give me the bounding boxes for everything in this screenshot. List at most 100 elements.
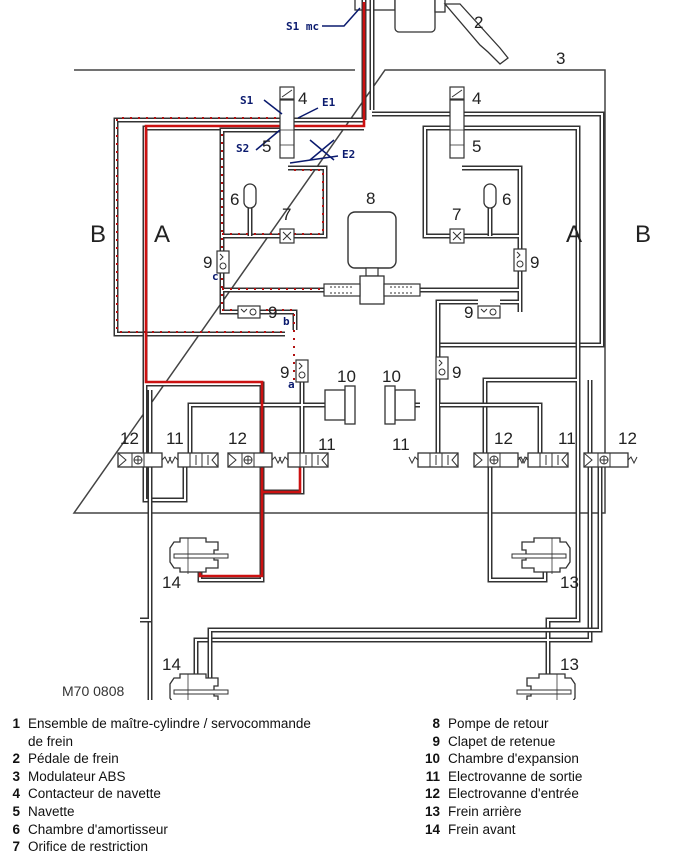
inlet-valve-2 [227, 452, 282, 468]
circuit-label-a-right: A [566, 221, 582, 248]
legend-text: Contacteur de navette [28, 786, 161, 802]
label-9-right-upper: 9 [530, 253, 539, 272]
legend-text: Chambre d'expansion [448, 751, 579, 767]
outlet-valve-3 [408, 452, 459, 468]
legend-text: Clapet de retenue [448, 733, 556, 749]
rear-brake-inner [511, 537, 571, 575]
label-6-left: 6 [230, 190, 239, 209]
label-6-right: 6 [502, 190, 511, 209]
legend-item-12: 12 Electrovanne d'entrée [420, 785, 690, 803]
expansion-chamber-left [324, 385, 356, 425]
legend-item-3: 3 Modulateur ABS [8, 768, 348, 786]
label-12-2: 12 [228, 429, 247, 448]
reference-code: M70 0808 [62, 683, 124, 699]
label-11-2: 11 [318, 435, 336, 454]
front-brake-inner [169, 537, 229, 575]
label-s2: S2 [236, 142, 249, 155]
inlet-valve-1 [117, 452, 172, 468]
label-14-inner: 14 [162, 573, 181, 592]
circuit-label-b-right: B [635, 221, 651, 248]
label-9-b: 9 [268, 303, 277, 322]
label-13-outer: 13 [560, 655, 579, 674]
circuit-label-b-left: B [90, 221, 106, 248]
legend-text: Electrovanne de sortie [448, 768, 583, 784]
legend-text: Electrovanne d'entrée [448, 786, 579, 802]
label-10-left: 10 [337, 367, 356, 386]
legend-num: 4 [12, 786, 20, 802]
legend-item-5: 5 Navette [8, 803, 348, 821]
damping-chamber-right [483, 183, 497, 209]
inlet-valve-4 [583, 452, 638, 468]
check-valve-right-middle [477, 305, 501, 319]
label-2: 2 [474, 13, 483, 32]
outlet-valve-4 [518, 452, 569, 468]
dotted-pressure-path [116, 117, 328, 380]
label-12-4: 12 [618, 429, 637, 448]
legend-text: Modulateur ABS [28, 768, 126, 784]
legend-item-7: 7 Orifice de restriction [8, 838, 348, 856]
legend-item-14: 14 Frein avant [420, 821, 690, 839]
legend-text: Navette [28, 803, 75, 819]
circuit-label-a-left: A [154, 221, 170, 248]
label-10-right: 10 [382, 367, 401, 386]
label-a: a [288, 378, 295, 391]
label-12-3: 12 [494, 429, 513, 448]
legend-item-1-continued: de frein [28, 733, 74, 749]
legend-text: Frein avant [448, 821, 516, 837]
label-8: 8 [366, 189, 375, 208]
check-valve-right-lower [435, 356, 449, 380]
shuttle-switch-right [449, 86, 465, 159]
legend-num: 12 [424, 786, 440, 802]
legend-num: 10 [424, 751, 440, 767]
check-valve-right-upper [513, 248, 527, 272]
label-7-left: 7 [282, 205, 291, 224]
expansion-chamber-right [384, 385, 416, 425]
legend-item-6: 6 Chambre d'amortisseur [8, 821, 348, 839]
label-7-right: 7 [452, 205, 461, 224]
damping-chamber-left [243, 183, 257, 209]
legend-num: 7 [12, 839, 20, 855]
legend-num: 13 [424, 803, 440, 819]
label-9-a: 9 [280, 363, 289, 382]
label-9-right-lower: 9 [452, 363, 461, 382]
label-4-left: 4 [298, 89, 307, 108]
label-13-inner: 13 [560, 573, 579, 592]
label-9-c: 9 [203, 253, 212, 272]
legend-text: Pédale de frein [28, 751, 119, 767]
abs-modulator-outline [72, 69, 606, 514]
restriction-orifice-right [449, 228, 465, 244]
legend-num: 3 [12, 768, 20, 784]
check-valve-b [237, 305, 261, 319]
label-s1: S1 [240, 94, 254, 107]
legend-item-2: 2 Pédale de frein [8, 750, 348, 768]
legend-text: Chambre d'amortisseur [28, 821, 168, 837]
legend-num: 6 [12, 821, 20, 837]
label-9-right-middle: 9 [464, 303, 473, 322]
label-b: b [283, 315, 290, 328]
legend-num: 2 [12, 751, 20, 767]
legend-num: 9 [432, 733, 440, 749]
legend-num: 14 [424, 821, 440, 837]
annotation-markers [255, 7, 361, 164]
label-11-4: 11 [558, 429, 576, 448]
label-14-outer: 14 [162, 655, 181, 674]
legend-item-10: 10 Chambre d'expansion [420, 750, 690, 768]
check-valve-a [295, 359, 309, 383]
outlet-valve-2 [278, 452, 329, 468]
shuttle-switch-left [279, 86, 295, 159]
front-brake-outer [169, 673, 229, 700]
outlet-valve-1 [168, 452, 219, 468]
label-5-right: 5 [472, 137, 481, 156]
label-5-left: 5 [262, 137, 271, 156]
abs-hydraulic-diagram: S1 mc S1 E1 S2 E2 a b c 2 3 4 5 4 5 6 6 … [62, 0, 651, 700]
brake-pedal [443, 3, 509, 65]
legend-num: 1 [12, 716, 20, 731]
label-c: c [212, 270, 219, 283]
legend-text: Orifice de restriction [28, 839, 149, 855]
legend-num: 5 [12, 803, 20, 819]
